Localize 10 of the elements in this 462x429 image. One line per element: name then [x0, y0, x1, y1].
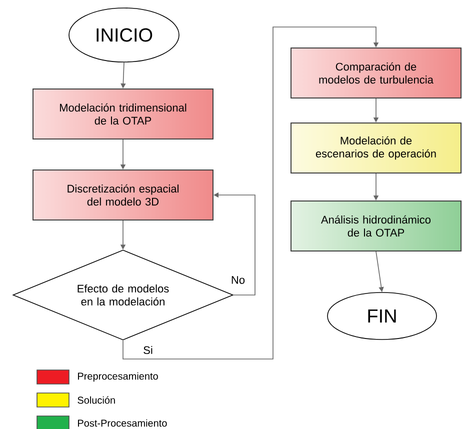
legend-label: Post-Procesamiento	[78, 419, 167, 427]
process-box: Comparación de modelos de turbulencia	[290, 48, 462, 98]
legend-label: Preprocesamiento	[78, 372, 158, 382]
process-box: Análisis hidrodinámico de la OTAP	[290, 200, 462, 252]
legend-label: Solución	[78, 396, 115, 404]
process-box: Modelación de escenarios de operación	[290, 122, 462, 174]
edge-label: Si	[142, 344, 154, 356]
arrow	[122, 26, 379, 360]
process-box: Discretización espacial del modelo 3D	[32, 170, 214, 220]
process-box: Modelación tridimensional de la OTAP	[32, 88, 214, 140]
